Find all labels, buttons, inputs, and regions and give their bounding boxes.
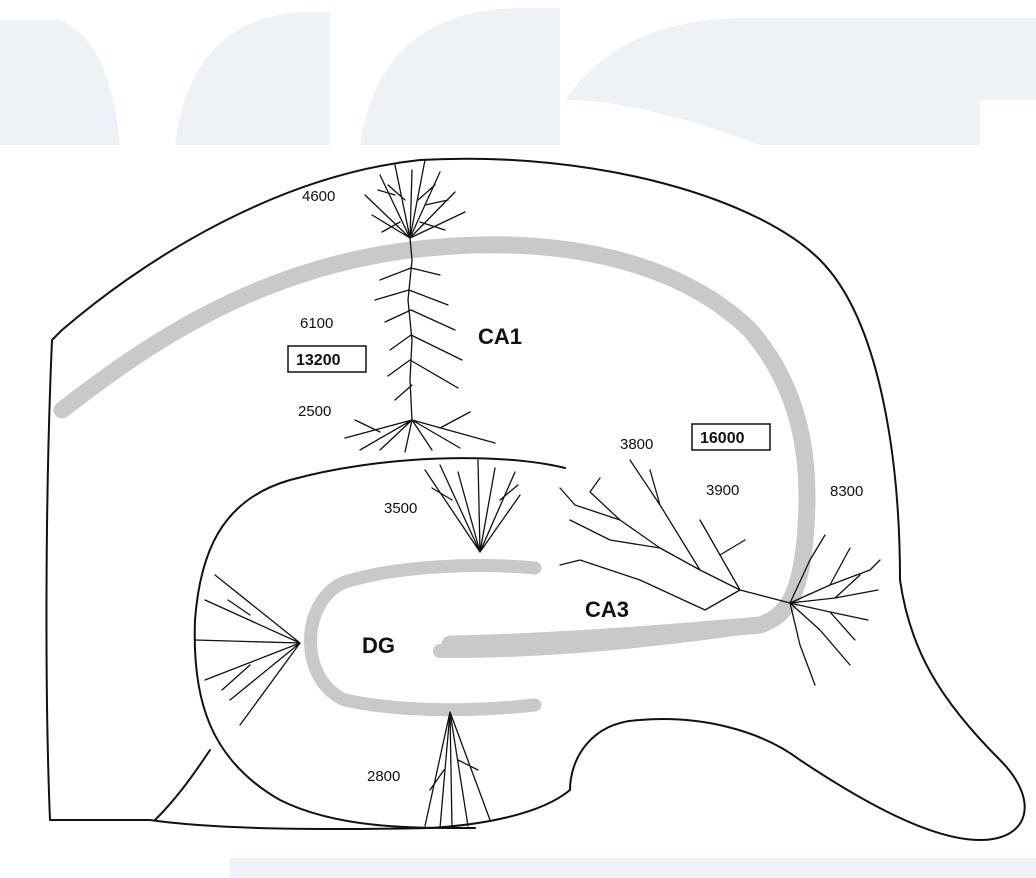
- ca3-basal-value: 8300: [830, 483, 863, 500]
- watermark-shape-left: [0, 20, 120, 145]
- dg-granule-lower: [425, 712, 490, 828]
- watermark-shape-mid-left: [175, 12, 330, 145]
- outer-contour: [46, 159, 1024, 840]
- cell-layers: [62, 245, 807, 710]
- ca1-values: 4600 6100 13200 2500: [288, 188, 366, 420]
- ca1-neuron: [345, 160, 495, 452]
- ca1-basal-value: 2500: [298, 403, 331, 420]
- outer-contour-bottom-inlet: [155, 750, 210, 820]
- ca1-apical-oblique-value: 6100: [300, 315, 333, 332]
- dg-granule-upper: [425, 460, 520, 552]
- hippocampus-outline: [46, 159, 1024, 840]
- ca1-oblique-dendrites: [375, 268, 462, 400]
- ca3-label: CA3: [585, 597, 629, 622]
- dg-granule-left: [195, 575, 300, 725]
- ca3-total-value: 16000: [700, 430, 745, 447]
- dg-upper-value: 3500: [384, 500, 417, 517]
- dg-label: DG: [362, 633, 395, 658]
- ca1-apical-tuft: [365, 160, 465, 238]
- background-watermark: [0, 8, 1036, 878]
- ca1-label: CA1: [478, 324, 522, 349]
- ca1-basal-dendrites: [345, 412, 495, 452]
- watermark-shape-right: [565, 18, 1036, 145]
- ca3-mid-value: 3900: [706, 482, 739, 499]
- watermark-shape-mid: [360, 8, 560, 145]
- watermark-strip-bottom: [230, 858, 1036, 878]
- region-labels: CA1 CA3 DG: [362, 324, 629, 658]
- ca3-apical-value: 3800: [620, 436, 653, 453]
- ca1-apical-tuft-value: 4600: [302, 188, 335, 205]
- ca3-values: 3800 16000 3900 8300: [620, 424, 863, 500]
- dg-lower-value: 2800: [367, 768, 400, 785]
- ca1-total-value: 13200: [296, 352, 341, 369]
- ca1-apical-trunk: [408, 238, 412, 420]
- ca3-neuron-left: [560, 460, 790, 610]
- neurons: [195, 160, 880, 828]
